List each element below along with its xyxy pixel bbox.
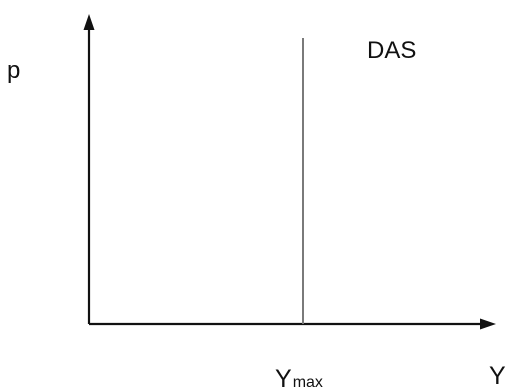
ymax-label-subscript: max (293, 374, 323, 391)
das-curve-label: DAS (367, 37, 416, 64)
y-axis-arrowhead (83, 14, 95, 30)
ymax-label-main: Y (275, 365, 292, 391)
x-axis-arrowhead (480, 318, 496, 330)
ymax-label: Ymax (275, 365, 323, 391)
y-axis-label: p (7, 57, 20, 84)
x-axis-label: Y (489, 362, 506, 390)
